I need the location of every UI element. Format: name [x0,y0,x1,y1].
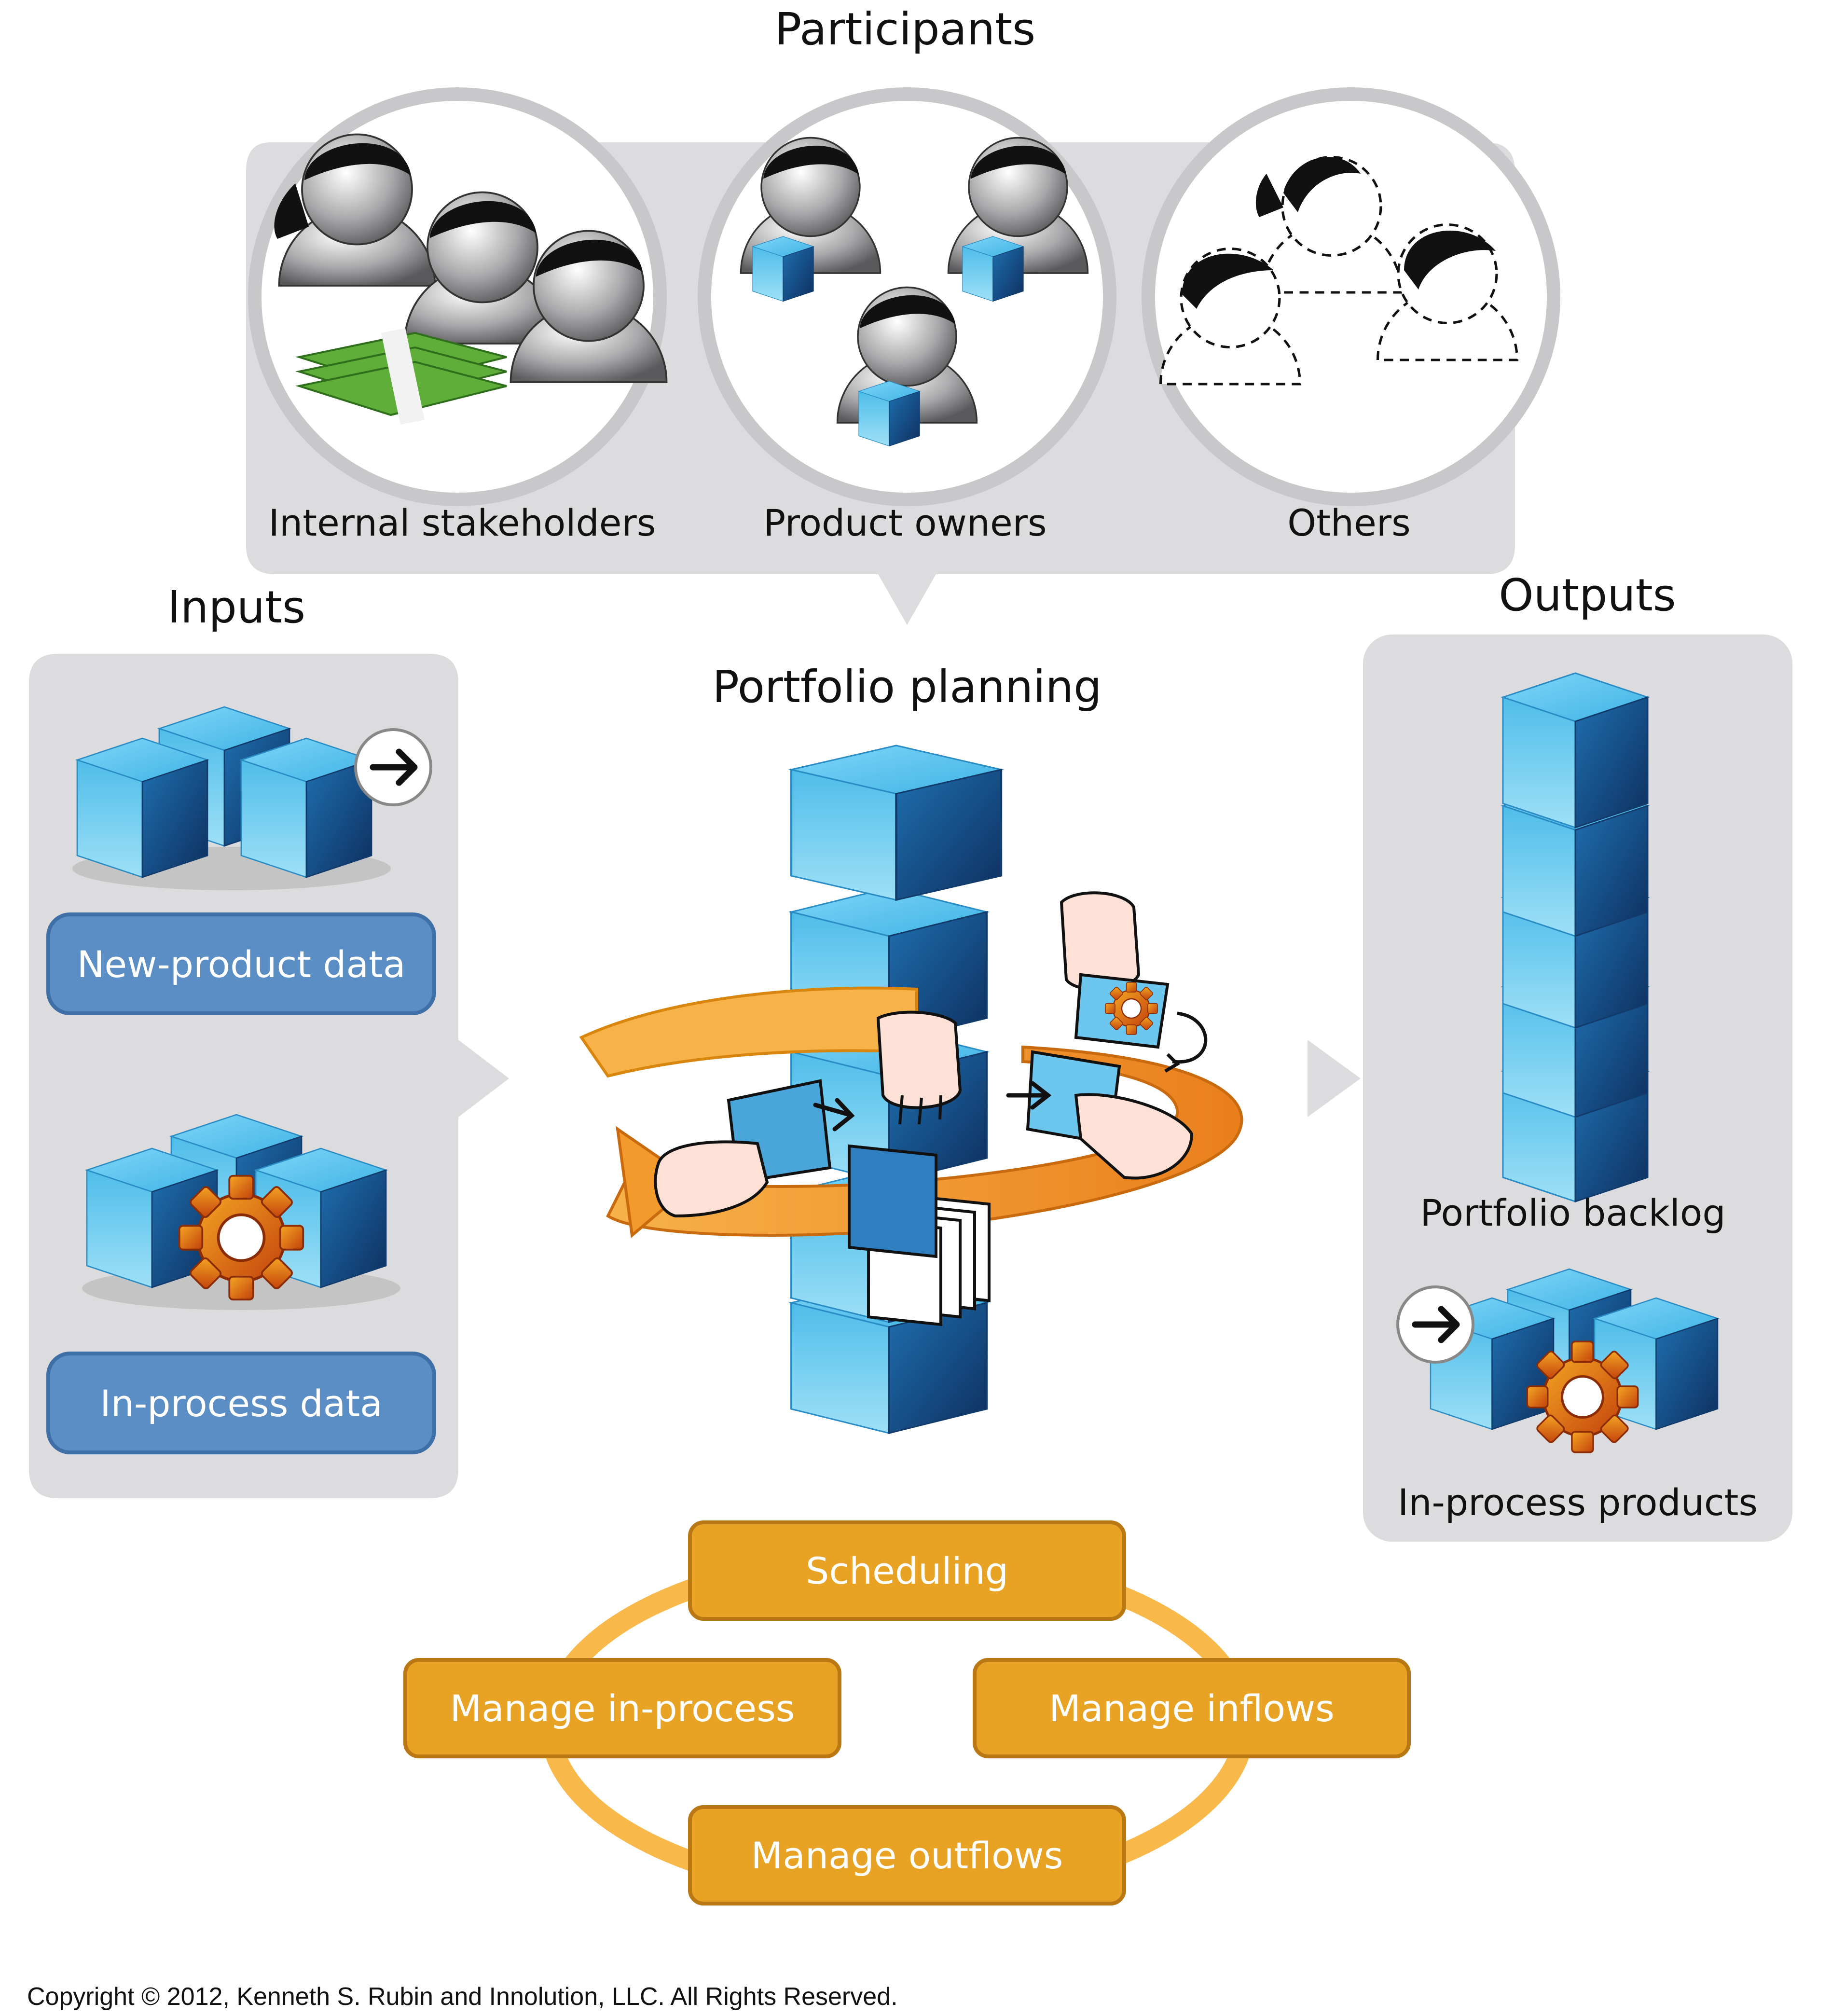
manage-in-process-button[interactable]: Manage in-process [403,1658,841,1758]
portfolio-planning-section: Portfolio planning [579,661,1243,1433]
copyright-notice: Copyright © 2012, Kenneth S. Rubin and I… [27,1983,898,2011]
gear-icon [179,1176,303,1300]
new-product-data-label: New-product data [77,943,406,986]
in-process-products-label: In-process products [1398,1481,1758,1524]
activities-cycle: Scheduling Manage in-process Manage infl… [403,1520,1411,1906]
others-group: Others [1142,87,1560,544]
internal-stakeholders-group: Internal stakeholders [248,87,668,544]
hand-card-right-icon [1006,1050,1194,1180]
inputs-section: Inputs New-product data In-process data [29,581,509,1498]
manage-in-process-label: Manage in-process [450,1687,795,1730]
in-process-data-button[interactable]: In-process data [46,1352,436,1454]
manage-outflows-label: Manage outflows [751,1834,1063,1877]
new-product-cubes-icon [72,706,391,890]
gear-icon [1527,1341,1638,1452]
inputs-title: Inputs [167,581,305,633]
others-label: Others [1287,501,1410,544]
manage-inflows-button[interactable]: Manage inflows [973,1658,1411,1758]
participants-title: Participants [775,3,1035,55]
outputs-title: Outputs [1499,569,1676,621]
product-owners-label: Product owners [763,501,1046,544]
cube-icon [858,381,920,447]
internal-stakeholders-label: Internal stakeholders [269,501,656,544]
cube-icon [962,236,1024,302]
money-icon [295,328,507,425]
scheduling-button[interactable]: Scheduling [688,1520,1126,1621]
arrow-right-icon [1398,1287,1473,1362]
scheduling-label: Scheduling [806,1549,1008,1592]
in-process-data-label: In-process data [100,1382,382,1425]
new-product-data-button[interactable]: New-product data [46,912,436,1015]
manage-outflows-button[interactable]: Manage outflows [688,1805,1126,1906]
participants-section: Participants Internal stakeholders [246,3,1560,625]
outputs-pointer [1308,1040,1361,1117]
product-owners-group: Product owners [698,87,1116,544]
portfolio-backlog-stack-icon [1502,672,1649,1202]
portfolio-planning-title: Portfolio planning [713,661,1102,713]
cube-icon [752,236,814,302]
manage-inflows-label: Manage inflows [1049,1687,1334,1730]
portfolio-backlog-label: Portfolio backlog [1420,1191,1725,1234]
hand-card-left-icon [654,1079,855,1218]
arrow-right-icon [356,730,431,805]
cards-stack-icon [848,1144,991,1326]
hand-pointing-icon [876,1010,962,1125]
outputs-section: Outputs Portfolio backlog In-process pro… [1308,569,1792,1542]
hand-card-gear-icon [1060,891,1208,1073]
